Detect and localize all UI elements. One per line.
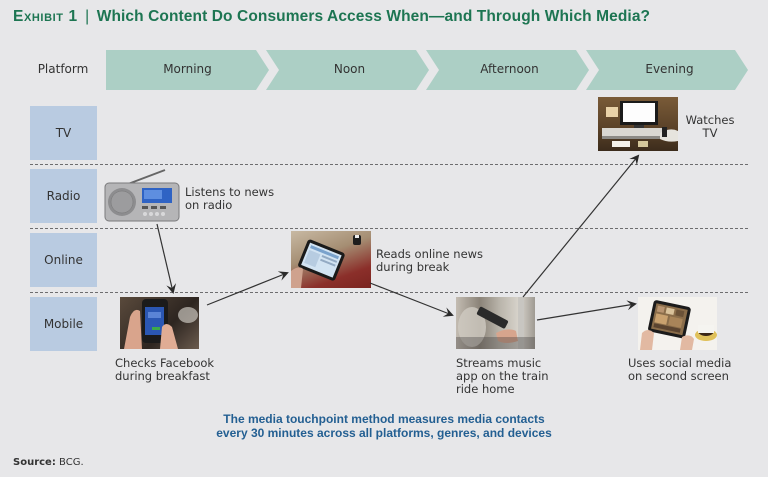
caption-line: TV: [702, 126, 718, 140]
title-separator: |: [85, 8, 90, 25]
title-text: Which Content Do Consumers Access When—a…: [96, 8, 651, 25]
smartphone-icon: [456, 297, 535, 349]
row-divider: [30, 164, 748, 165]
arrow-music-to-tv: [522, 154, 640, 298]
caption-tv: Watches TV: [685, 114, 735, 140]
time-label-noon: Noon: [333, 62, 366, 76]
arrow-online-news-to-music: [369, 282, 454, 317]
chevron-afternoon: [426, 50, 589, 90]
caption-line: during break: [376, 260, 450, 274]
platform-box-tv: TV: [30, 106, 97, 160]
time-label-morning: Morning: [163, 62, 212, 76]
caption-online-news: Reads online news during break: [376, 248, 483, 274]
caption-line: on second screen: [628, 369, 729, 383]
source-value: BCG.: [59, 457, 84, 468]
chevron-morning: [106, 50, 269, 90]
caption-social: Uses social media on second screen: [628, 357, 731, 383]
platform-label-radio: Radio: [46, 189, 81, 203]
caption-line: Watches: [685, 113, 735, 127]
caption-line: ride home: [456, 382, 515, 396]
row-divider: [30, 228, 748, 229]
tablet-icon: [291, 231, 371, 288]
arrow-facebook-to-online-news: [206, 271, 289, 306]
row-divider: [30, 292, 748, 293]
arrow-music-to-social: [536, 300, 637, 321]
caption-line: Checks Facebook: [115, 356, 215, 370]
platform-label-tv: TV: [55, 126, 72, 140]
television-icon: [598, 97, 678, 151]
platform-label-mobile: Mobile: [43, 317, 84, 331]
caption-line: Uses social media: [628, 356, 732, 370]
caption-music: Streams music app on the train ride home: [456, 357, 549, 396]
chevron-evening: [586, 50, 748, 90]
tablet-icon: [638, 297, 717, 350]
platform-label-online: Online: [44, 253, 83, 267]
caption-radio: Listens to news on radio: [185, 186, 274, 212]
caption-line: Listens to news: [185, 185, 275, 199]
smartphone-icon: [120, 297, 199, 349]
time-label-afternoon: Afternoon: [480, 62, 539, 76]
platform-box-radio: Radio: [30, 169, 97, 223]
note-line: The media touchpoint method measures med…: [223, 412, 545, 426]
caption-line: Reads online news: [376, 247, 484, 261]
exhibit-title: Exhibit 1 | Which Content Do Consumers A…: [13, 8, 650, 26]
platform-column-label: Platform: [37, 62, 89, 76]
note-line: every 30 minutes across all platforms, g…: [216, 425, 552, 440]
chevron-noon: [266, 50, 429, 90]
source-line: Source: BCG.: [13, 457, 84, 468]
caption-facebook: Checks Facebook during breakfast: [115, 357, 214, 383]
radio-icon: [100, 168, 182, 224]
caption-line: during breakfast: [115, 369, 210, 383]
time-period-band: [106, 50, 748, 90]
source-label: Source:: [13, 457, 56, 468]
caption-line: app on the train: [456, 369, 549, 383]
caption-line: Streams music: [456, 356, 542, 370]
time-label-evening: Evening: [645, 62, 694, 76]
platform-box-mobile: Mobile: [30, 297, 97, 351]
platform-box-online: Online: [30, 233, 97, 287]
method-note: The media touchpoint method measures med…: [0, 412, 768, 440]
exhibit-number: Exhibit 1: [13, 8, 78, 25]
arrow-radio-to-facebook: [156, 223, 177, 294]
caption-line: on radio: [185, 198, 233, 212]
